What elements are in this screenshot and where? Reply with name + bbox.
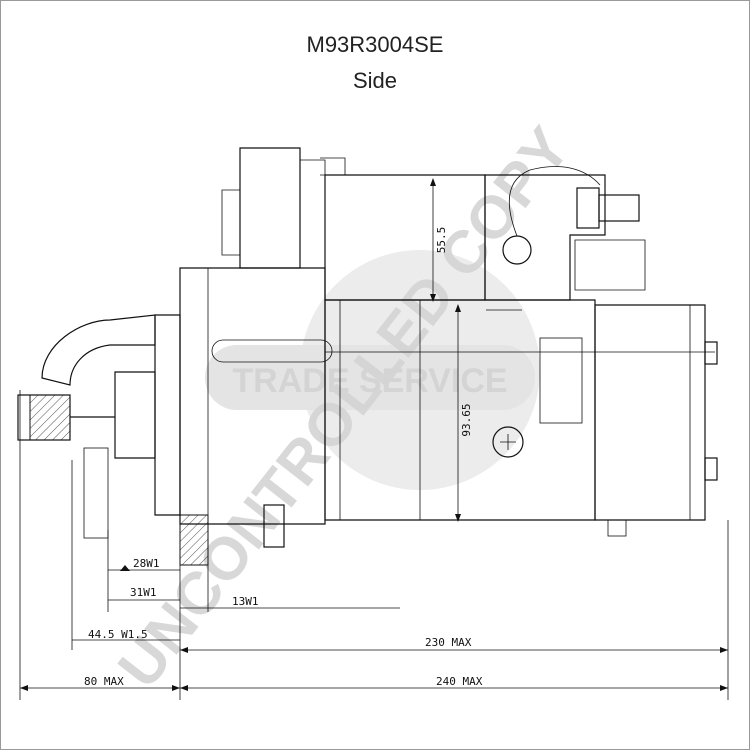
watermark-brand: TRADE SERVICE (232, 362, 507, 400)
part-number-title: M93R3004SE (306, 32, 444, 57)
fixing-bolt (263, 504, 285, 548)
drive-housing (154, 314, 181, 516)
terminal-stud (607, 519, 627, 537)
end-bolt-bottom (704, 457, 718, 481)
dim-93-65: 93.65 (460, 403, 473, 436)
main-terminal-stud (598, 194, 640, 222)
pinion-gear (83, 447, 109, 539)
solenoid-cap (484, 174, 606, 301)
vertical-dimensions: 55.5 93.65 (430, 178, 473, 522)
dim-44-5-w1-5: 44.5 W1.5 (88, 628, 148, 641)
horizontal-dimensions: 28W1 31W1 13W1 44.5 W1.5 230 MAX 80 MAX … (19, 390, 729, 700)
motor-body (17, 147, 718, 566)
dim-80-max: 80 MAX (84, 675, 124, 688)
commutator-end-housing (594, 304, 706, 521)
end-bolt-top (704, 341, 718, 365)
dim-31w1: 31W1 (130, 586, 157, 599)
flange-foot (179, 514, 209, 566)
dim-230-max: 230 MAX (425, 636, 472, 649)
screw-head (492, 426, 524, 458)
through-bolt-slot (211, 339, 333, 363)
dim-13w1: 13W1 (232, 595, 259, 608)
watermark: TRADE SERVICE UNCONTROLLED COPY (105, 115, 583, 700)
connector-housing (239, 147, 301, 269)
yoke-label-plate (539, 337, 583, 424)
nose-section (41, 314, 156, 386)
field-wire (508, 166, 601, 237)
dim-240-max: 240 MAX (436, 675, 483, 688)
pinion-housing (114, 371, 156, 459)
view-title: Side (352, 68, 398, 93)
main-terminal-nut (576, 187, 600, 229)
dim-55-5: 55.5 (435, 227, 448, 254)
dim-28w1: 28W1 (133, 557, 160, 570)
watermark-band (205, 345, 535, 410)
